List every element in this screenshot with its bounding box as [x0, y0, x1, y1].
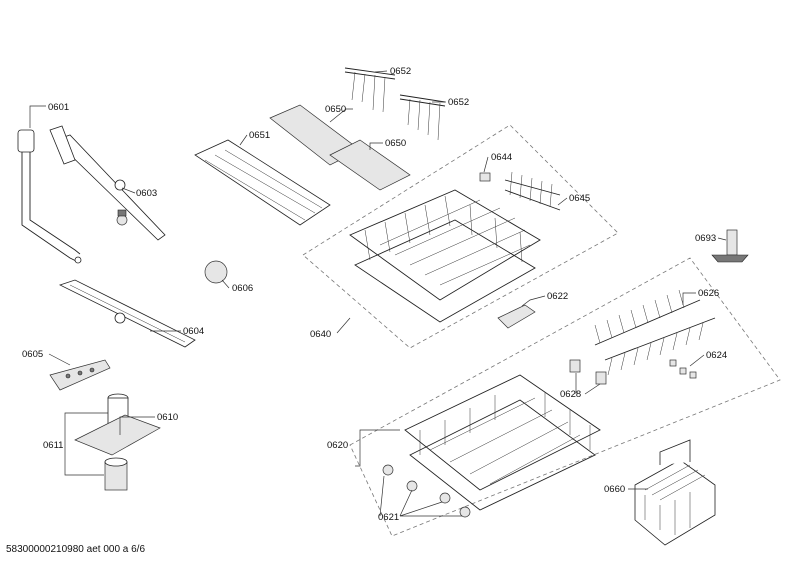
- folding-tine-part: [594, 289, 716, 376]
- leader-lines: [29, 70, 727, 517]
- label-0621: 0621: [378, 512, 399, 523]
- small-clip-part: [479, 172, 491, 182]
- filter-plate-part: [49, 359, 111, 391]
- label-0651: 0651: [249, 130, 270, 141]
- label-0606: 0606: [232, 283, 253, 294]
- upper-rack-part: [349, 189, 541, 323]
- rack-wheel-part: [382, 464, 471, 518]
- label-0628: 0628: [560, 389, 581, 400]
- label-0624: 0624: [706, 350, 727, 361]
- spacer-part: [711, 229, 749, 263]
- label-0611: 0611: [43, 440, 63, 451]
- tine-insert-part: [504, 171, 561, 211]
- lower-spray-arm-part: [58, 279, 196, 348]
- upper-rack-group-outline: [302, 124, 619, 349]
- label-0622: 0622: [547, 291, 568, 302]
- label-0652-right: 0652: [448, 97, 469, 108]
- label-0644: 0644: [491, 152, 512, 163]
- document-footer: 58300000210980 aet 000 a 6/6: [6, 544, 146, 555]
- cutlery-tray-part: [194, 139, 331, 226]
- label-0650-lower: 0650: [385, 138, 406, 149]
- clip-set-part: [669, 359, 697, 379]
- label-0601: 0601: [48, 102, 69, 113]
- rack-handle-part: [497, 304, 536, 329]
- cutlery-basket-part: [634, 439, 716, 546]
- cup-shelf-part: [269, 104, 411, 191]
- label-0620: 0620: [327, 440, 348, 451]
- filter-assembly-part: [74, 393, 161, 491]
- label-0640: 0640: [310, 329, 331, 340]
- tine-row-part: [344, 67, 446, 141]
- label-0652-left: 0652: [390, 66, 411, 77]
- label-0605: 0605: [22, 349, 43, 360]
- label-0603: 0603: [136, 188, 157, 199]
- label-0660: 0660: [604, 484, 625, 495]
- label-0626: 0626: [698, 288, 719, 299]
- label-0610: 0610: [157, 412, 178, 423]
- label-0604: 0604: [183, 326, 204, 337]
- lower-rack-part: [404, 374, 601, 511]
- upper-spray-arm-part: [49, 125, 166, 241]
- round-filter-part: [204, 260, 228, 284]
- label-0693: 0693: [695, 233, 716, 244]
- label-0645: 0645: [569, 193, 590, 204]
- lower-rack-group-outline: [349, 257, 781, 537]
- supply-pipe-part: [17, 129, 82, 264]
- label-0650-upper: 0650: [325, 104, 346, 115]
- hinge-part: [569, 359, 607, 385]
